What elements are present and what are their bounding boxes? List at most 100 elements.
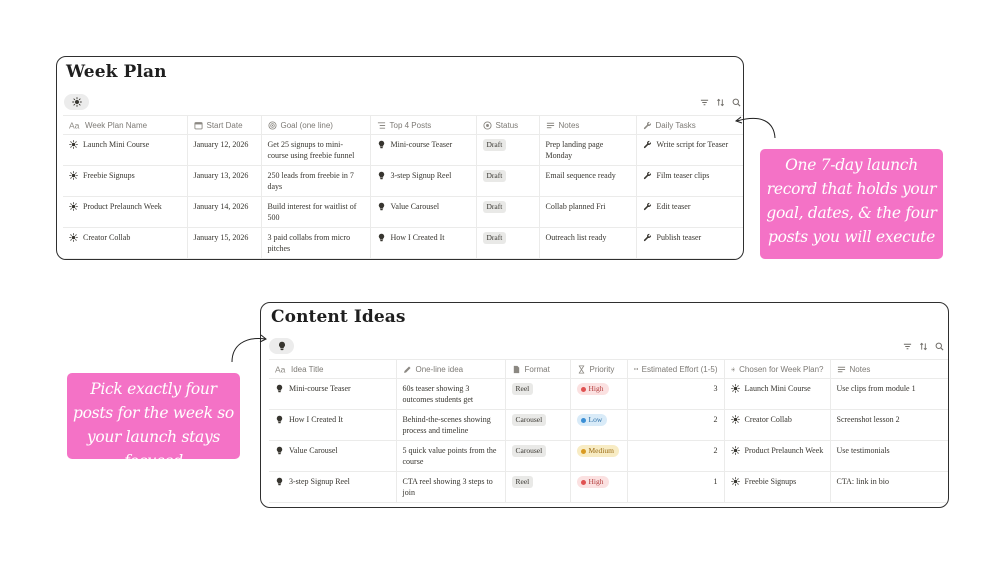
- cell-effort[interactable]: 1: [627, 471, 725, 503]
- cell-goal[interactable]: 3 paid collabs from micro pitches: [261, 227, 371, 259]
- column-header-format[interactable]: Format: [505, 359, 571, 379]
- cell-name[interactable]: Freebie Signups: [63, 165, 188, 197]
- column-header-name[interactable]: Week Plan Name: [63, 115, 188, 135]
- cell-effort[interactable]: 3: [627, 378, 725, 410]
- cell-one-line-idea[interactable]: 5 quick value points from the course: [396, 440, 506, 472]
- pencil-icon: [403, 365, 412, 374]
- table-row[interactable]: Launch Mini Course January 12, 2026 Get …: [63, 134, 743, 166]
- cell-notes[interactable]: Screenshot lesson 2: [830, 409, 948, 441]
- cell-notes[interactable]: Collab planned Fri: [539, 196, 637, 228]
- table-row[interactable]: Value Carousel 5 quick value points from…: [269, 440, 948, 472]
- column-header-notes[interactable]: Notes: [830, 359, 948, 379]
- cell-start-date[interactable]: January 12, 2026: [187, 134, 262, 166]
- cell-start-date[interactable]: January 14, 2026: [187, 196, 262, 228]
- cell-notes[interactable]: Use testimonials: [830, 440, 948, 472]
- filter-icon[interactable]: [903, 342, 912, 351]
- cell-format[interactable]: Reel: [505, 378, 571, 410]
- cell-priority[interactable]: High: [570, 378, 628, 410]
- sort-icon[interactable]: [919, 342, 928, 351]
- table-row[interactable]: Freebie Signups January 13, 2026 250 lea…: [63, 165, 743, 197]
- cell-daily-task[interactable]: Publish teaser: [636, 227, 743, 259]
- cell-top-post[interactable]: Mini-course Teaser: [370, 134, 477, 166]
- cell-name[interactable]: Creator Collab: [63, 227, 188, 259]
- table-row[interactable]: How I Created It Behind-the-scenes showi…: [269, 409, 948, 441]
- cell-effort[interactable]: 2: [627, 440, 725, 472]
- cell-idea-title[interactable]: 3-step Signup Reel: [269, 471, 397, 503]
- cell-start-date[interactable]: January 15, 2026: [187, 227, 262, 259]
- table-row[interactable]: Creator Collab January 15, 2026 3 paid c…: [63, 227, 743, 259]
- priority-dot: [580, 417, 586, 423]
- column-header-priority[interactable]: Priority: [570, 359, 628, 379]
- cell-one-line-idea[interactable]: 60s teaser showing 3 outcomes students g…: [396, 378, 506, 410]
- table-row[interactable]: 3-step Signup Reel CTA reel showing 3 st…: [269, 471, 948, 503]
- status-badge: Draft: [482, 201, 507, 213]
- week-plan-view-tab[interactable]: [64, 94, 89, 110]
- filter-icon[interactable]: [700, 98, 709, 107]
- search-icon[interactable]: [935, 342, 944, 351]
- column-header-one-line-idea[interactable]: One-line idea: [396, 359, 506, 379]
- cell-idea-title[interactable]: Mini-course Teaser: [269, 378, 397, 410]
- column-header-daily-tasks[interactable]: Daily Tasks: [636, 115, 743, 135]
- column-header-top-posts[interactable]: Top 4 Posts: [370, 115, 477, 135]
- wrench-icon: [643, 121, 652, 130]
- cell-idea-title[interactable]: Value Carousel: [269, 440, 397, 472]
- format-tag: Reel: [511, 383, 534, 395]
- cell-chosen[interactable]: Freebie Signups: [724, 471, 831, 503]
- cell-start-date[interactable]: January 13, 2026: [187, 165, 262, 197]
- cell-daily-task[interactable]: Edit teaser: [636, 196, 743, 228]
- content-ideas-database: Content Ideas Idea Title One-line idea F…: [260, 302, 949, 508]
- sort-icon[interactable]: [716, 98, 725, 107]
- cell-chosen[interactable]: Product Prelaunch Week: [724, 440, 831, 472]
- sun-icon: [69, 171, 78, 180]
- cell-notes[interactable]: Email sequence ready: [539, 165, 637, 197]
- column-header-notes[interactable]: Notes: [539, 115, 637, 135]
- cell-chosen[interactable]: Launch Mini Course: [724, 378, 831, 410]
- cell-priority[interactable]: Low: [570, 409, 628, 441]
- status-badge: Draft: [482, 232, 507, 244]
- cell-name[interactable]: Launch Mini Course: [63, 134, 188, 166]
- cell-priority[interactable]: High: [570, 471, 628, 503]
- cell-name[interactable]: Product Prelaunch Week: [63, 196, 188, 228]
- cell-goal[interactable]: Get 25 signups to mini-course using free…: [261, 134, 371, 166]
- column-header-chosen[interactable]: Chosen for Week Plan?: [724, 359, 831, 379]
- cell-goal[interactable]: 250 leads from freebie in 7 days: [261, 165, 371, 197]
- cell-top-post[interactable]: 3-step Signup Reel: [370, 165, 477, 197]
- cell-notes[interactable]: Prep landing page Monday: [539, 134, 637, 166]
- cell-notes[interactable]: Outreach list ready: [539, 227, 637, 259]
- cell-goal[interactable]: Build interest for waitlist of 500: [261, 196, 371, 228]
- column-header-goal[interactable]: Goal (one line): [261, 115, 371, 135]
- cell-effort[interactable]: 2: [627, 409, 725, 441]
- content-ideas-view-tab[interactable]: [269, 338, 294, 354]
- cell-status[interactable]: Draft: [476, 134, 540, 166]
- table-row[interactable]: Mini-course Teaser 60s teaser showing 3 …: [269, 378, 948, 410]
- cell-priority[interactable]: Medium: [570, 440, 628, 472]
- column-header-idea-title[interactable]: Idea Title: [269, 359, 397, 379]
- cell-daily-task[interactable]: Write script for Teaser: [636, 134, 743, 166]
- sun-icon: [731, 384, 740, 393]
- search-icon[interactable]: [732, 98, 741, 107]
- cell-format[interactable]: Reel: [505, 471, 571, 503]
- cell-chosen[interactable]: Creator Collab: [724, 409, 831, 441]
- lightbulb-icon: [275, 477, 284, 486]
- lines-icon: [837, 365, 846, 374]
- cell-status[interactable]: Draft: [476, 165, 540, 197]
- cell-one-line-idea[interactable]: Behind-the-scenes showing process and ti…: [396, 409, 506, 441]
- cell-top-post[interactable]: Value Carousel: [370, 196, 477, 228]
- column-header-status[interactable]: Status: [476, 115, 540, 135]
- bottom-callout: Pick exactly four posts for the week so …: [67, 373, 240, 470]
- cell-one-line-idea[interactable]: CTA reel showing 3 steps to join: [396, 471, 506, 503]
- column-header-effort[interactable]: Estimated Effort (1-5): [627, 359, 725, 379]
- cell-daily-task[interactable]: Film teaser clips: [636, 165, 743, 197]
- cell-notes[interactable]: CTA: link in bio: [830, 471, 948, 503]
- cell-format[interactable]: Carousel: [505, 440, 571, 472]
- table-row[interactable]: Product Prelaunch Week January 14, 2026 …: [63, 196, 743, 228]
- content-ideas-title: Content Ideas: [271, 307, 406, 327]
- cell-format[interactable]: Carousel: [505, 409, 571, 441]
- cell-notes[interactable]: Use clips from module 1: [830, 378, 948, 410]
- cell-status[interactable]: Draft: [476, 196, 540, 228]
- cell-status[interactable]: Draft: [476, 227, 540, 259]
- cell-top-post[interactable]: How I Created It: [370, 227, 477, 259]
- text-aa-icon: [69, 120, 81, 130]
- column-header-start-date[interactable]: Start Date: [187, 115, 262, 135]
- cell-idea-title[interactable]: How I Created It: [269, 409, 397, 441]
